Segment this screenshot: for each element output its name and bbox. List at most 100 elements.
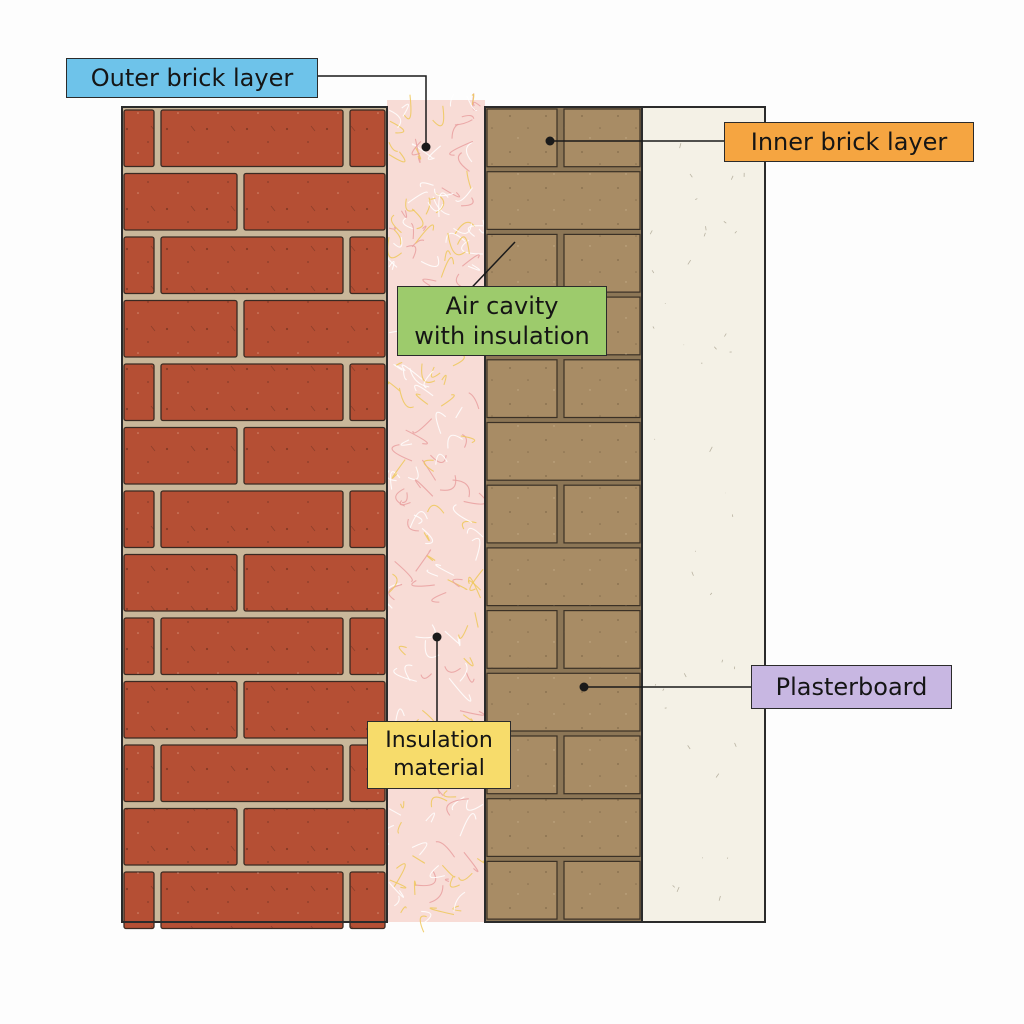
outer-brick-texture (124, 110, 154, 167)
insulation-fiber (421, 527, 434, 545)
inner-block-texture (487, 673, 640, 731)
dot-plasterboard (579, 682, 589, 692)
insulation-fiber (409, 367, 430, 388)
insulation-fiber (401, 364, 423, 380)
insulation-fiber (444, 666, 461, 673)
insulation-fiber (389, 471, 401, 490)
insulation-fiber (411, 842, 428, 856)
insulation-fiber (419, 915, 427, 933)
plasterboard-speck (703, 232, 706, 237)
insulation-fiber (465, 141, 473, 163)
outer-brick-texture (350, 237, 385, 294)
plasterboard-speck (724, 333, 727, 337)
insulation-fiber (467, 225, 484, 237)
insulation-fiber (452, 578, 463, 588)
insulation-fiber (411, 208, 424, 230)
insulation-fiber (435, 411, 447, 434)
insulation-fiber (402, 368, 407, 381)
insulation-fiber (439, 475, 457, 491)
outer-brick-texture (124, 745, 154, 802)
insulation-fiber (459, 662, 468, 682)
label-inner-brick-layer: Inner brick layer (724, 122, 974, 162)
insulation-fiber (391, 444, 413, 462)
dot-inner-brick (545, 136, 555, 146)
plasterboard-speck (652, 326, 655, 329)
insulation-fiber (420, 673, 432, 679)
inner-brick-wall (484, 106, 643, 923)
insulation-fiber (447, 232, 466, 256)
insulation-fiber (414, 479, 434, 497)
label-air-cavity: Air cavity with insulation (397, 286, 607, 356)
outer-brick-texture (244, 808, 385, 865)
plasterboard-speck (721, 659, 724, 663)
insulation-fiber (388, 151, 406, 163)
outer-brick-texture (124, 427, 237, 484)
label-plasterboard: Plasterboard (751, 665, 952, 709)
outer-brick-texture (244, 300, 385, 357)
plasterboard-speck (691, 571, 694, 576)
insulation-fiber (391, 459, 406, 479)
insulation-fiber (387, 237, 402, 259)
insulation-fiber (425, 812, 436, 823)
outer-brick-texture (161, 110, 343, 167)
outer-brick-texture (244, 173, 385, 230)
plasterboard-speck (730, 175, 734, 180)
insulation-fiber (388, 882, 405, 898)
insulation-fiber (414, 146, 422, 160)
insulation-fiber (388, 583, 401, 589)
insulation-fiber (406, 245, 417, 259)
insulation-fiber (404, 664, 413, 682)
insulation-fiber (462, 254, 480, 267)
insulation-fiber (407, 518, 419, 532)
insulation-fiber (415, 393, 429, 405)
insulation-fiber (466, 170, 472, 190)
insulation-fiber (430, 197, 436, 200)
plasterboard-speck (709, 446, 713, 452)
label-outer-brick-layer: Outer brick layer (66, 58, 318, 98)
insulation-fiber (449, 140, 474, 156)
insulation-fiber (443, 790, 457, 798)
inner-block-texture (487, 798, 640, 857)
insulation-fiber (407, 466, 419, 480)
outer-brick-texture (124, 808, 237, 865)
insulation-fiber (447, 434, 463, 449)
insulation-fiber (393, 667, 417, 682)
plasterboard-speck (713, 346, 717, 350)
insulation-fiber (427, 145, 442, 160)
insulation-fiber (390, 214, 402, 234)
insulation-fiber (411, 143, 433, 159)
label-outer-brick-text: Outer brick layer (90, 64, 294, 92)
outer-brick-texture (350, 110, 385, 167)
insulation-fiber (432, 105, 445, 127)
insulation-fiber (388, 573, 398, 594)
insulation-fiber (461, 239, 484, 255)
insulation-fiber (413, 880, 417, 895)
insulation-fiber (386, 257, 398, 268)
plasterboard-speck (718, 895, 721, 901)
insulation-fiber (400, 906, 407, 914)
outer-brick-texture (124, 491, 154, 548)
insulation-fiber (461, 520, 477, 530)
insulation-fiber (468, 576, 481, 599)
insulation-fiber (402, 217, 415, 230)
insulation-fiber (440, 256, 455, 278)
outer-brick-texture (161, 364, 343, 421)
plasterboard-speck (709, 592, 713, 596)
insulation-fiber (405, 429, 428, 445)
inner-block-texture (487, 234, 557, 293)
outer-brick-texture (350, 872, 385, 929)
insulation-fiber (453, 891, 466, 912)
insulation-fiber (457, 152, 470, 172)
outer-brick-texture (161, 491, 343, 548)
insulation-fiber (402, 492, 408, 504)
insulation-fiber (403, 94, 412, 120)
outer-brick-texture (350, 364, 385, 421)
insulation-fiber (466, 527, 484, 538)
insulation-fiber (451, 796, 465, 811)
insulation-fiber (441, 864, 456, 878)
outer-brick-texture (124, 364, 154, 421)
inner-block-texture (564, 736, 640, 794)
insulation-fiber (415, 549, 432, 572)
outer-brick-texture (350, 618, 385, 675)
insulation-fiber (423, 532, 430, 542)
